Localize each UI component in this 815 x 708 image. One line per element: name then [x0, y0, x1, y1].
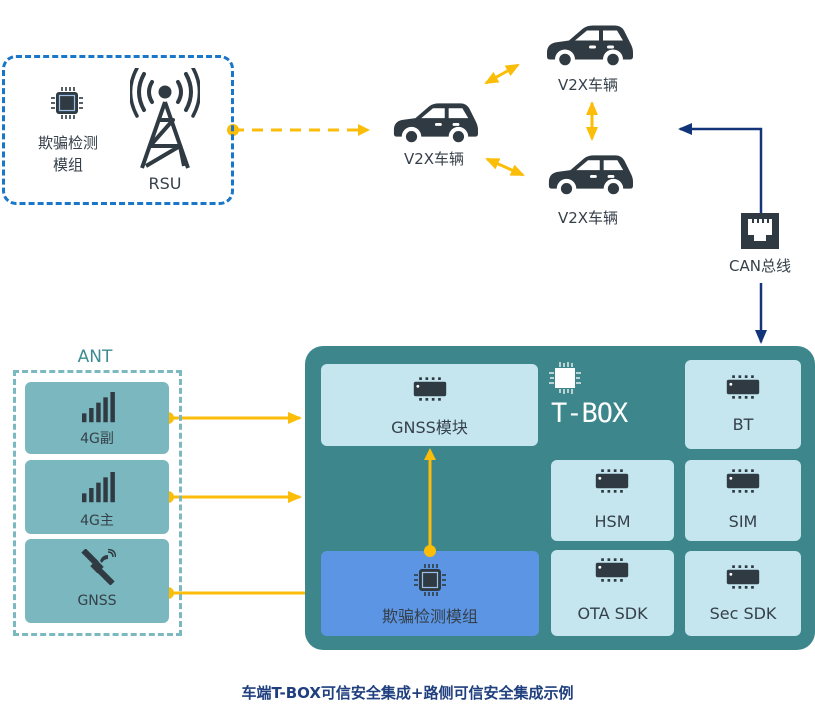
vehicle-label: V2X车辆: [557, 76, 619, 94]
module-label: GNSS模块: [391, 418, 468, 437]
chip-icon: [50, 86, 84, 120]
antenna-group: [13, 370, 182, 636]
radio-tower-icon: [130, 68, 200, 169]
can-bus-label: CAN总线: [729, 257, 791, 275]
antenna-label: 4G副: [80, 431, 114, 447]
ic-chip-icon: [725, 467, 761, 495]
can-to-vehicle-line: [678, 123, 763, 213]
module-gnss: GNSS模块: [321, 364, 538, 446]
roadside-unit-group: [2, 55, 234, 205]
car-icon: [390, 100, 478, 144]
ant-links: [162, 412, 320, 599]
diagram-caption: 车端T-BOX可信安全集成+路侧可信安全集成示例: [241, 684, 574, 702]
module-label: 欺骗检测模组: [381, 607, 478, 626]
rsu-to-vehicle-arrow: [227, 124, 370, 136]
ic-chip-icon: [594, 556, 630, 584]
module-label: HSM: [594, 512, 631, 531]
signal-bars-icon: [80, 472, 116, 504]
ethernet-port-icon: [741, 213, 779, 249]
ic-chip-icon: [594, 467, 630, 495]
ic-chip-icon: [725, 563, 761, 591]
antenna-gnss: GNSS: [25, 539, 169, 623]
v2v-link-left-top: [484, 63, 520, 85]
ic-chip-icon: [412, 375, 448, 403]
antenna-label: GNSS: [77, 593, 117, 609]
ic-chip-icon: [725, 373, 761, 401]
chip-icon: [413, 563, 447, 597]
car-icon: [545, 152, 633, 196]
rsu-label: RSU: [148, 174, 182, 193]
module-spoof-detection: 欺骗检测模组: [321, 551, 539, 636]
label-line: 模组: [52, 156, 83, 174]
tbox-title: T-BOX: [551, 398, 628, 429]
v2v-link-left-bottom: [485, 157, 525, 177]
module-ota-sdk: OTA SDK: [551, 550, 674, 636]
roadside-spoof-detection-label: 欺骗检测 模组: [22, 132, 114, 176]
vehicle-label: V2X车辆: [557, 209, 619, 227]
module-label: BT: [732, 415, 754, 434]
module-sim: SIM: [685, 460, 801, 541]
module-label: OTA SDK: [577, 604, 648, 623]
antenna-4g-primary: 4G主: [25, 460, 169, 534]
antenna-4g-secondary: 4G副: [25, 382, 169, 454]
module-bt: BT: [685, 360, 801, 449]
satellite-icon: [81, 549, 116, 585]
chip-icon: [549, 362, 581, 394]
car-icon: [543, 22, 633, 67]
label-line: 欺骗检测: [37, 134, 98, 152]
module-label: SIM: [728, 512, 758, 531]
module-hsm: HSM: [551, 460, 674, 541]
vehicle-label: V2X车辆: [403, 150, 465, 168]
antenna-label: 4G主: [80, 513, 114, 529]
signal-bars-icon: [80, 392, 116, 424]
antenna-group-title: ANT: [77, 347, 113, 367]
module-sec-sdk: Sec SDK: [685, 551, 801, 636]
module-label: Sec SDK: [709, 604, 777, 623]
